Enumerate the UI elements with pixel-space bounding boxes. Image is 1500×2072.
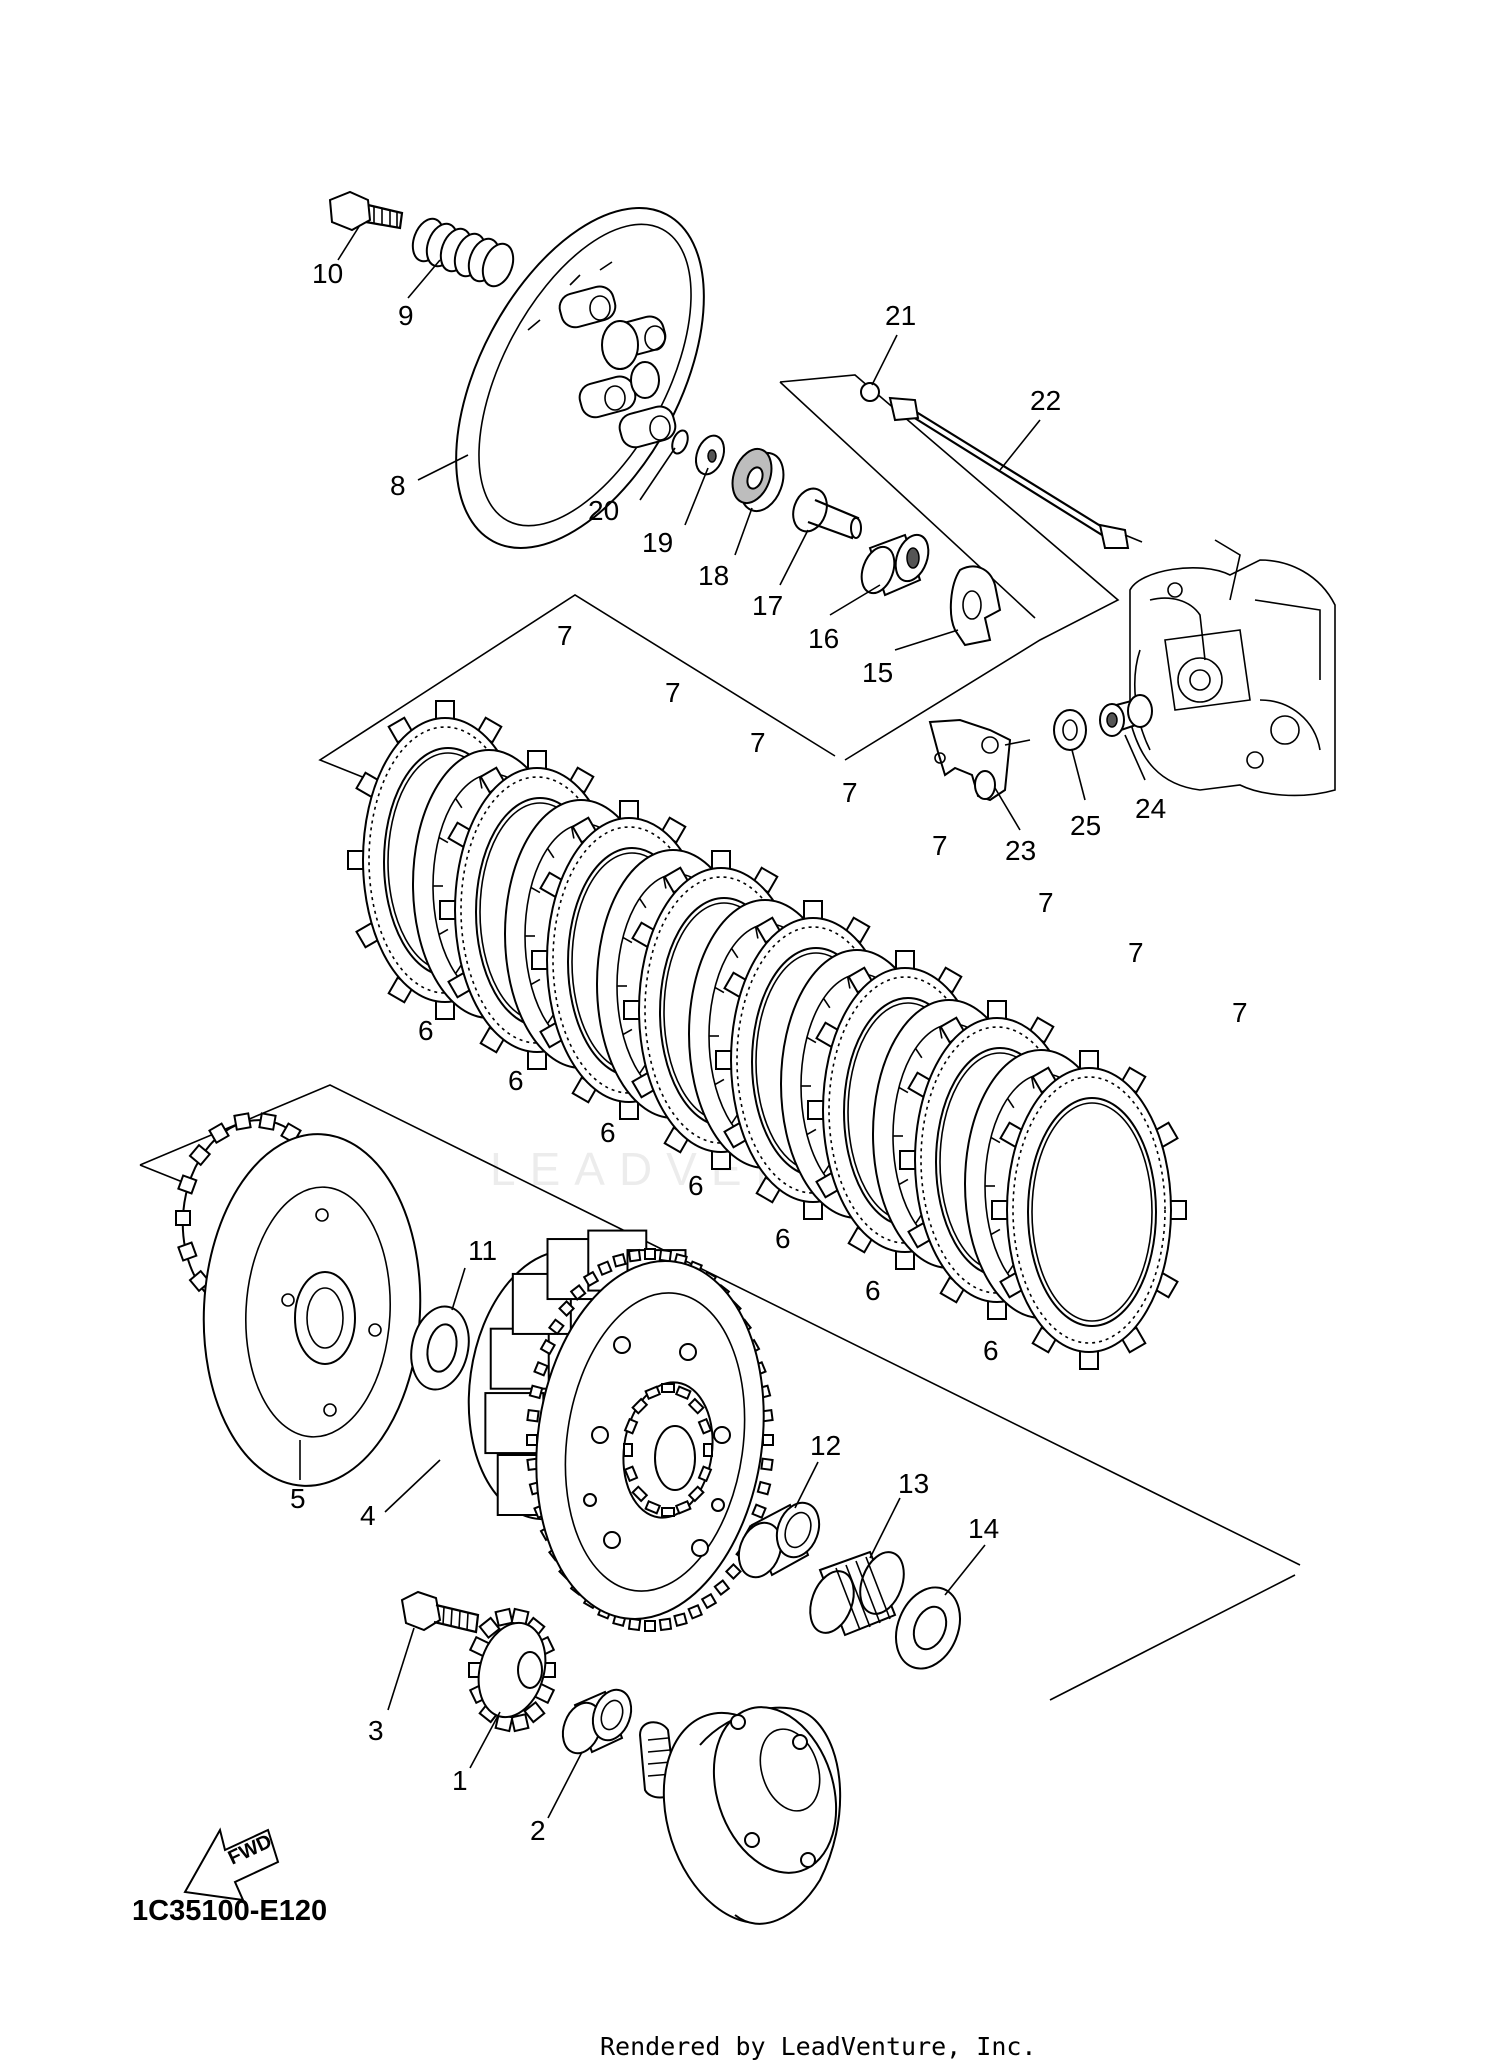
callout-22: 22 [1030, 385, 1061, 416]
callout-3: 3 [368, 1715, 384, 1746]
part-15-plate [949, 565, 1002, 647]
callout-6e: 6 [775, 1223, 791, 1254]
callout-19: 19 [642, 527, 673, 558]
clutch-housing-4 [467, 1229, 774, 1632]
washer-11 [410, 1305, 470, 1391]
callout-5: 5 [290, 1483, 306, 1514]
callout-2: 2 [530, 1815, 546, 1846]
callout-25: 25 [1070, 810, 1101, 841]
callout-6b: 6 [508, 1065, 524, 1096]
callout-8: 8 [390, 470, 406, 501]
part-24-bearing [1099, 694, 1153, 737]
callout-7a: 7 [557, 620, 573, 651]
callout-7c: 7 [750, 727, 766, 758]
callouts: 1 2 3 4 5 6 6 6 6 6 6 6 7 7 7 7 7 7 7 7 … [290, 258, 1248, 1846]
callout-20: 20 [588, 495, 619, 526]
part-25-seal [1053, 709, 1087, 751]
primary-drive-assembly [638, 1706, 842, 1925]
needle-bearing-13 [809, 1550, 905, 1637]
callout-6a: 6 [418, 1015, 434, 1046]
callout-6d: 6 [688, 1170, 704, 1201]
gear-1 [468, 1607, 556, 1733]
callout-10: 10 [312, 258, 343, 289]
callout-9: 9 [398, 300, 414, 331]
callout-17: 17 [752, 590, 783, 621]
part-19-washer [694, 434, 726, 476]
spacer-12 [737, 1501, 821, 1579]
diagram-code: 1C35100-E120 [132, 1895, 327, 1927]
part-20-circlip [671, 429, 689, 455]
part-21-ball [860, 382, 880, 402]
callout-7g: 7 [1128, 937, 1144, 968]
leader-lines [299, 224, 1146, 1819]
callout-15: 15 [862, 657, 893, 688]
spring-9 [411, 217, 515, 288]
callout-7e: 7 [932, 830, 948, 861]
callout-24: 24 [1135, 793, 1166, 824]
callout-4: 4 [360, 1500, 376, 1531]
part-16-bushing [860, 533, 930, 597]
bolt-10 [328, 190, 404, 232]
callout-6f: 6 [865, 1275, 881, 1306]
bolt-3 [400, 1590, 480, 1634]
callout-7f: 7 [1038, 887, 1054, 918]
pressure-disc-5 [175, 1112, 422, 1487]
collar-2 [561, 1688, 633, 1755]
callout-18: 18 [698, 560, 729, 591]
part-23-lever [928, 718, 1031, 802]
pressure-plate-8 [455, 207, 705, 549]
group-frames [139, 374, 1301, 1701]
callout-1: 1 [452, 1765, 468, 1796]
callout-6g: 6 [983, 1335, 999, 1366]
render-credit: Rendered by LeadVenture, Inc. [600, 2032, 1037, 2061]
part-18-bearing [731, 447, 785, 513]
fwd-arrow-icon: FWD [183, 1827, 280, 1902]
callout-12: 12 [810, 1430, 841, 1461]
crankcase-section [1129, 539, 1336, 797]
part-17-push-rod [792, 487, 862, 540]
callout-7h: 7 [1232, 997, 1248, 1028]
washer-14 [895, 1586, 961, 1670]
friction-plate [991, 1050, 1187, 1370]
callout-11: 11 [468, 1235, 497, 1266]
callout-21: 21 [885, 300, 916, 331]
callout-13: 13 [898, 1468, 929, 1499]
callout-16: 16 [808, 623, 839, 654]
part-22-push-rod [888, 396, 1143, 549]
callout-6c: 6 [600, 1117, 616, 1148]
callout-23: 23 [1005, 835, 1036, 866]
callout-14: 14 [968, 1513, 999, 1544]
clutch-plate-stack [347, 700, 1187, 1370]
callout-7b: 7 [665, 677, 681, 708]
callout-7d: 7 [842, 777, 858, 808]
